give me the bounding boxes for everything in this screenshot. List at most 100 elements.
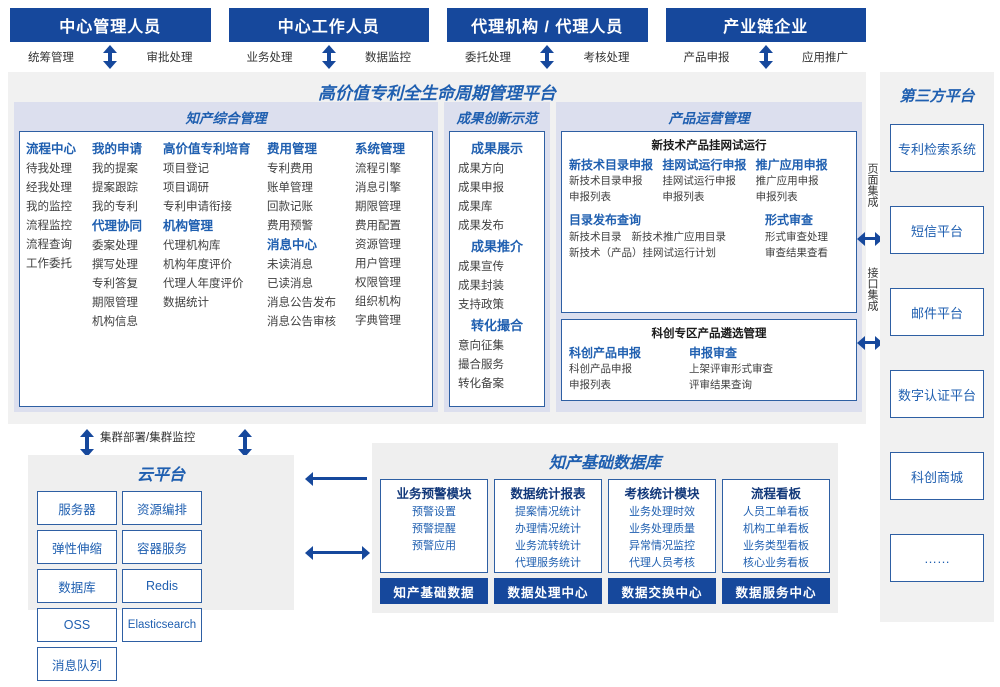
group-title[interactable]: 高价值专利培育 <box>163 142 251 156</box>
menu-item[interactable]: 成果申报 <box>458 182 504 194</box>
menu-item[interactable]: 消息公告发布 <box>267 297 336 309</box>
menu-item[interactable]: 权限管理 <box>355 277 401 289</box>
menu-item[interactable]: 流程引擎 <box>355 163 401 175</box>
menu-item[interactable]: 形式审查处理 <box>765 231 828 243</box>
menu-item[interactable]: 费用配置 <box>355 220 401 232</box>
menu-item[interactable]: 期限管理 <box>92 297 138 309</box>
third-party-item-email[interactable]: 邮件平台 <box>890 288 984 336</box>
menu-item[interactable]: 账单管理 <box>267 182 313 194</box>
menu-item[interactable]: 转化备案 <box>458 378 504 390</box>
menu-item[interactable]: 代理机构库 <box>163 240 221 252</box>
cloud-item-orchestration[interactable]: 资源编排 <box>122 491 202 525</box>
group-title[interactable]: 科创产品申报 <box>569 346 642 360</box>
menu-item[interactable]: 数据统计 <box>163 297 209 309</box>
menu-item[interactable]: 我的专利 <box>92 201 138 213</box>
third-party-item-sms[interactable]: 短信平台 <box>890 206 984 254</box>
db-footer-service-center[interactable]: 数据服务中心 <box>722 578 830 604</box>
card-item[interactable]: 机构工单看板 <box>743 523 809 535</box>
cloud-item-container[interactable]: 容器服务 <box>122 530 202 564</box>
card-item[interactable]: 提案情况统计 <box>515 506 581 518</box>
menu-item[interactable]: 专利申请衔接 <box>163 201 232 213</box>
menu-item[interactable]: 资源管理 <box>355 239 401 251</box>
menu-item[interactable]: 审查结果查看 <box>765 247 828 259</box>
menu-item[interactable]: 消息公告审核 <box>267 316 336 328</box>
group-title[interactable]: 目录发布查询 <box>569 213 642 227</box>
menu-item[interactable]: 成果发布 <box>458 220 504 232</box>
card-item[interactable]: 人员工单看板 <box>743 506 809 518</box>
menu-item[interactable]: 流程监控 <box>26 220 72 232</box>
menu-item[interactable]: 消息引擎 <box>355 182 401 194</box>
menu-item[interactable]: 申报列表 <box>569 191 611 203</box>
group-title[interactable]: 消息中心 <box>267 238 318 252</box>
card-item[interactable]: 业务处理质量 <box>629 523 695 535</box>
menu-item[interactable]: 成果封装 <box>458 280 504 292</box>
menu-item[interactable]: 我的监控 <box>26 201 72 213</box>
menu-item[interactable]: 代理人年度评价 <box>163 278 244 290</box>
menu-item[interactable]: 组织机构 <box>355 296 401 308</box>
menu-item[interactable]: 上架评审形式审查 <box>689 363 773 375</box>
db-footer-processing-center[interactable]: 数据处理中心 <box>494 578 602 604</box>
menu-item[interactable]: 机构信息 <box>92 316 138 328</box>
group-title[interactable]: 成果推介 <box>470 239 523 254</box>
menu-item[interactable]: 工作委托 <box>26 258 72 270</box>
group-title[interactable]: 流程中心 <box>26 142 77 156</box>
menu-item[interactable]: 支持政策 <box>458 299 504 311</box>
menu-item[interactable]: 提案跟踪 <box>92 182 138 194</box>
group-title[interactable]: 成果展示 <box>470 141 523 156</box>
menu-item[interactable]: 专利费用 <box>267 163 313 175</box>
cloud-item-autoscaling[interactable]: 弹性伸缩 <box>37 530 117 564</box>
menu-item[interactable]: 流程查询 <box>26 239 72 251</box>
menu-item[interactable]: 期限管理 <box>355 201 401 213</box>
menu-item[interactable]: 委案处理 <box>92 240 138 252</box>
group-title[interactable]: 挂网试运行申报 <box>662 158 747 172</box>
menu-item[interactable]: 新技术目录 <box>569 231 622 243</box>
card-item[interactable]: 异常情况监控 <box>629 540 695 552</box>
role-card-2[interactable]: 代理机构 / 代理人员 <box>447 8 648 42</box>
menu-item[interactable]: 科创产品申报 <box>569 363 632 375</box>
menu-item[interactable]: 专利答复 <box>92 278 138 290</box>
card-item[interactable]: 业务处理时效 <box>629 506 695 518</box>
card-item[interactable]: 预警设置 <box>412 506 456 518</box>
cloud-item-redis[interactable]: Redis <box>122 569 202 603</box>
group-title[interactable]: 我的申请 <box>92 142 143 156</box>
menu-item[interactable]: 新技术（产品）挂网试运行计划 <box>569 247 716 259</box>
menu-item[interactable]: 意向征集 <box>458 340 504 352</box>
menu-item[interactable]: 未读消息 <box>267 259 313 271</box>
group-title[interactable]: 机构管理 <box>163 219 214 233</box>
menu-item[interactable]: 用户管理 <box>355 258 401 270</box>
menu-item[interactable]: 待我处理 <box>26 163 72 175</box>
menu-item[interactable]: 挂网试运行申报 <box>662 175 736 187</box>
menu-item[interactable]: 机构年度评价 <box>163 259 232 271</box>
menu-item[interactable]: 申报列表 <box>662 191 705 203</box>
cloud-item-oss[interactable]: OSS <box>37 608 117 642</box>
menu-item[interactable]: 已读消息 <box>267 278 313 290</box>
role-card-3[interactable]: 产业链企业 <box>665 8 866 42</box>
card-item[interactable]: 办理情况统计 <box>515 523 581 535</box>
card-item[interactable]: 核心业务看板 <box>743 557 809 569</box>
group-title[interactable]: 系统管理 <box>355 142 406 156</box>
cloud-item-mq[interactable]: 消息队列 <box>37 647 117 681</box>
menu-item[interactable]: 字典管理 <box>355 315 401 327</box>
cloud-item-database[interactable]: 数据库 <box>37 569 117 603</box>
third-party-item-mall[interactable]: 科创商城 <box>890 452 984 500</box>
menu-item[interactable]: 评审结果查询 <box>689 379 752 391</box>
cloud-item-elasticsearch[interactable]: Elasticsearch <box>122 608 202 642</box>
card-item[interactable]: 代理人员考核 <box>629 557 695 569</box>
menu-item[interactable]: 项目登记 <box>163 163 209 175</box>
menu-item[interactable]: 成果宣传 <box>458 261 504 273</box>
db-footer-exchange-center[interactable]: 数据交换中心 <box>608 578 716 604</box>
role-card-0[interactable]: 中心管理人员 <box>10 8 211 42</box>
menu-item[interactable]: 撰写处理 <box>92 259 138 271</box>
menu-item[interactable]: 成果库 <box>458 201 493 213</box>
group-title[interactable]: 推广应用申报 <box>755 158 828 172</box>
third-party-item-patent-search[interactable]: 专利检索系统 <box>890 124 984 172</box>
menu-item[interactable]: 新技术推广应用目录 <box>631 231 727 243</box>
menu-item[interactable]: 项目调研 <box>163 182 209 194</box>
group-title[interactable]: 费用管理 <box>267 142 318 156</box>
menu-item[interactable]: 费用预警 <box>267 220 313 232</box>
third-party-item-digital-cert[interactable]: 数字认证平台 <box>890 370 984 418</box>
menu-item[interactable]: 我的提案 <box>92 163 138 175</box>
group-title[interactable]: 形式审查 <box>765 213 814 227</box>
menu-item[interactable]: 撮合服务 <box>458 359 504 371</box>
menu-item[interactable]: 申报列表 <box>755 191 798 203</box>
